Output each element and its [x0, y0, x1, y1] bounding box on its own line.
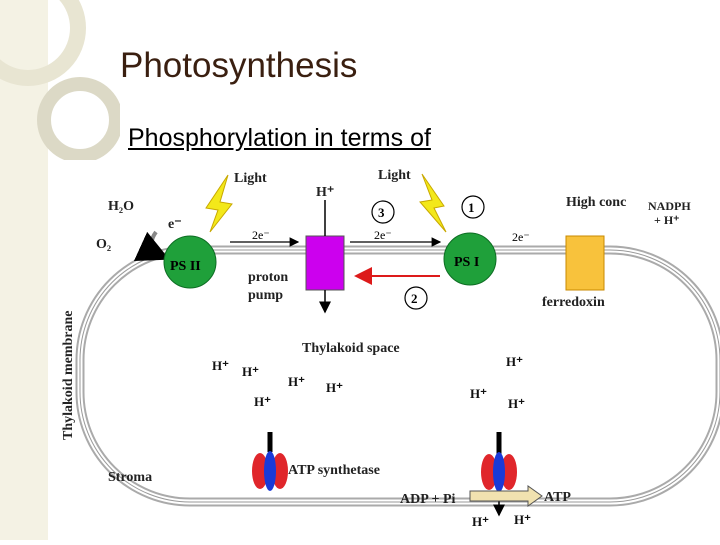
h-ion: H⁺ [508, 396, 525, 411]
diagram-canvas: Light Light H₂O O₂ e⁻ PS II PS I 2e⁻ 2e⁻… [61, 168, 720, 529]
pump-label: pump [248, 288, 283, 303]
ps2-label: PS II [170, 259, 201, 274]
ps2-complex [163, 235, 217, 289]
adp-pi-label: ADP + Pi [400, 492, 456, 507]
h-ion-bottom: H⁺ [514, 512, 531, 527]
h-ion: H⁺ [212, 358, 229, 373]
atp-synthetase-right [481, 432, 517, 517]
electron-label-3: 2e⁻ [512, 230, 530, 244]
h-ion: H⁺ [506, 354, 523, 369]
step-3-number: 3 [378, 205, 385, 220]
step-3-circle [371, 200, 395, 224]
step-2-circle [404, 286, 428, 310]
electron-label-2: 2e⁻ [374, 228, 392, 242]
water-split-arrow-icon [133, 230, 170, 261]
h-ion: H⁺ [242, 364, 259, 379]
nadph-h-label: + H⁺ [654, 213, 680, 227]
atp-synthetase-left [252, 432, 288, 491]
thylakoid-membrane-label: Thylakoid membrane [61, 310, 76, 440]
h-ion: H⁺ [326, 380, 343, 395]
high-conc-label: High conc [566, 195, 626, 210]
light-right-label: Light [378, 168, 411, 183]
proton-label: proton [248, 270, 288, 285]
ferredoxin-label: ferredoxin [542, 295, 605, 310]
thylakoid-membrane-shape [75, 245, 720, 507]
step-2-number: 2 [411, 291, 418, 306]
e-minus-label: e⁻ [168, 217, 182, 232]
lightning-left-icon [205, 174, 233, 233]
light-left-label: Light [234, 171, 267, 186]
atp-synthetase-label: ATP synthetase [288, 463, 380, 478]
electron-label-1: 2e⁻ [252, 228, 270, 242]
slide-sidebar [0, 0, 48, 540]
thylakoid-space-label: Thylakoid space [302, 341, 400, 356]
h-ion: H⁺ [470, 386, 487, 401]
proton-pump [305, 235, 345, 291]
ps1-complex [443, 232, 497, 286]
h-ion: H⁺ [254, 394, 271, 409]
step-1-number: 1 [468, 200, 475, 215]
photosynthesis-diagram: Light Light H₂O O₂ e⁻ PS II PS I 2e⁻ 2e⁻… [48, 160, 720, 540]
h-ion: H⁺ [288, 374, 305, 389]
lightning-right-icon [419, 173, 447, 233]
ferredoxin-block [565, 235, 605, 291]
h2o-label: H₂O [108, 199, 134, 214]
step-1-circle [461, 195, 485, 219]
ps1-label: PS I [454, 255, 479, 270]
atp-label: ATP [544, 490, 571, 505]
stroma-label: Stroma [108, 470, 152, 485]
h-ion-bottom: H⁺ [472, 514, 489, 529]
adp-to-atp-arrow-icon [469, 485, 543, 507]
nadph-label: NADPH [648, 199, 691, 213]
slide-subtitle: Phosphorylation in terms of [128, 124, 431, 152]
h-plus-pump-label: H⁺ [316, 185, 334, 200]
o2-label: O₂ [96, 237, 111, 252]
decorative-circles [0, 0, 120, 163]
slide-title: Photosynthesis [120, 46, 358, 85]
